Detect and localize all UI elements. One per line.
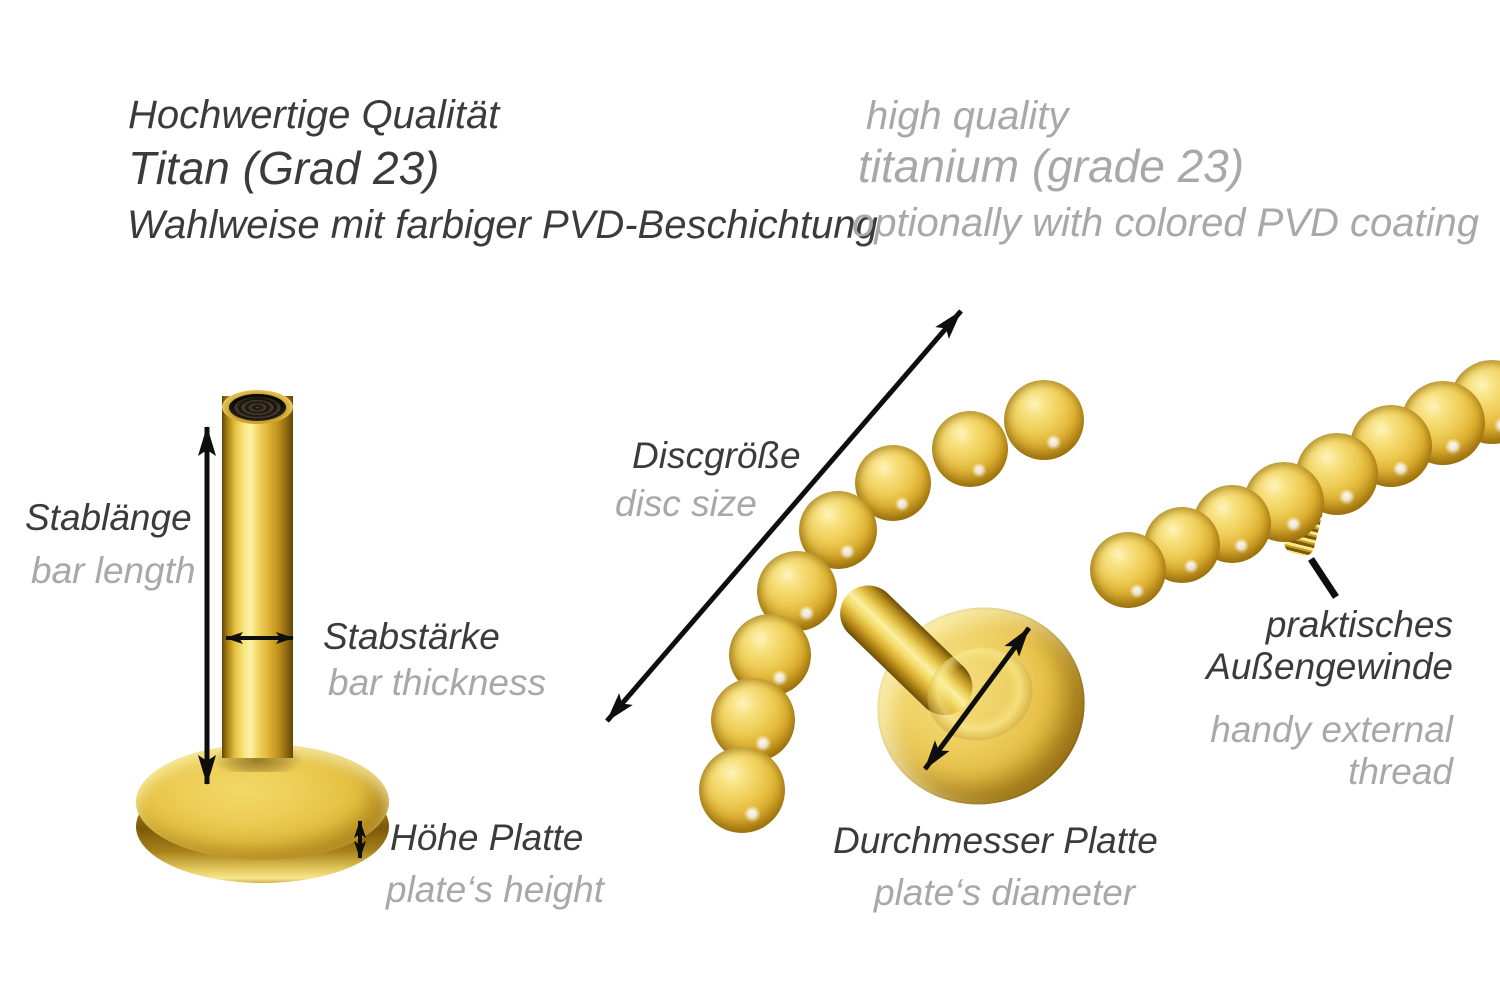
gold-ball — [1090, 532, 1166, 608]
external-thread-pointer-line — [1308, 557, 1339, 599]
label-plate-diameter-en: plate‘s diameter — [874, 872, 1136, 913]
gold-ball — [699, 747, 785, 833]
label-plate-height-de: Höhe Platte — [390, 817, 584, 858]
header-de-quality: Hochwertige Qualität — [128, 93, 500, 137]
header-en-quality: high quality — [866, 94, 1069, 138]
label-external-thread-en-2: thread — [1348, 751, 1453, 792]
label-external-thread-de-2: Außengewinde — [1206, 646, 1453, 687]
label-bar-length-de: Stablänge — [25, 497, 192, 538]
header-en-coating: optionally with colored PVD coating — [852, 201, 1480, 245]
label-external-thread-en-1: handy external — [1210, 709, 1453, 750]
label-bar-thickness-de: Stabstärke — [323, 616, 500, 657]
label-bar-length-en: bar length — [31, 550, 196, 591]
label-plate-diameter-de: Durchmesser Platte — [833, 820, 1158, 861]
labret-bar — [222, 396, 293, 758]
label-disc-size-en: disc size — [615, 483, 757, 524]
label-bar-thickness-en: bar thickness — [328, 662, 546, 703]
label-external-thread-de-1: praktisches — [1265, 604, 1453, 645]
header-de-coating: Wahlweise mit farbiger PVD-Beschichtung — [127, 203, 878, 247]
label-disc-size-de: Discgröße — [632, 435, 801, 476]
labret-internal-thread-opening — [229, 394, 286, 421]
header-en-material: titanium (grade 23) — [858, 140, 1245, 192]
label-external-thread-block: praktisches Außengewinde handy external … — [1206, 604, 1453, 793]
header-de-material: Titan (Grad 23) — [128, 142, 440, 194]
label-plate-height-en: plate‘s height — [386, 869, 605, 910]
gold-ball — [1004, 380, 1084, 460]
gold-ball — [932, 411, 1008, 487]
